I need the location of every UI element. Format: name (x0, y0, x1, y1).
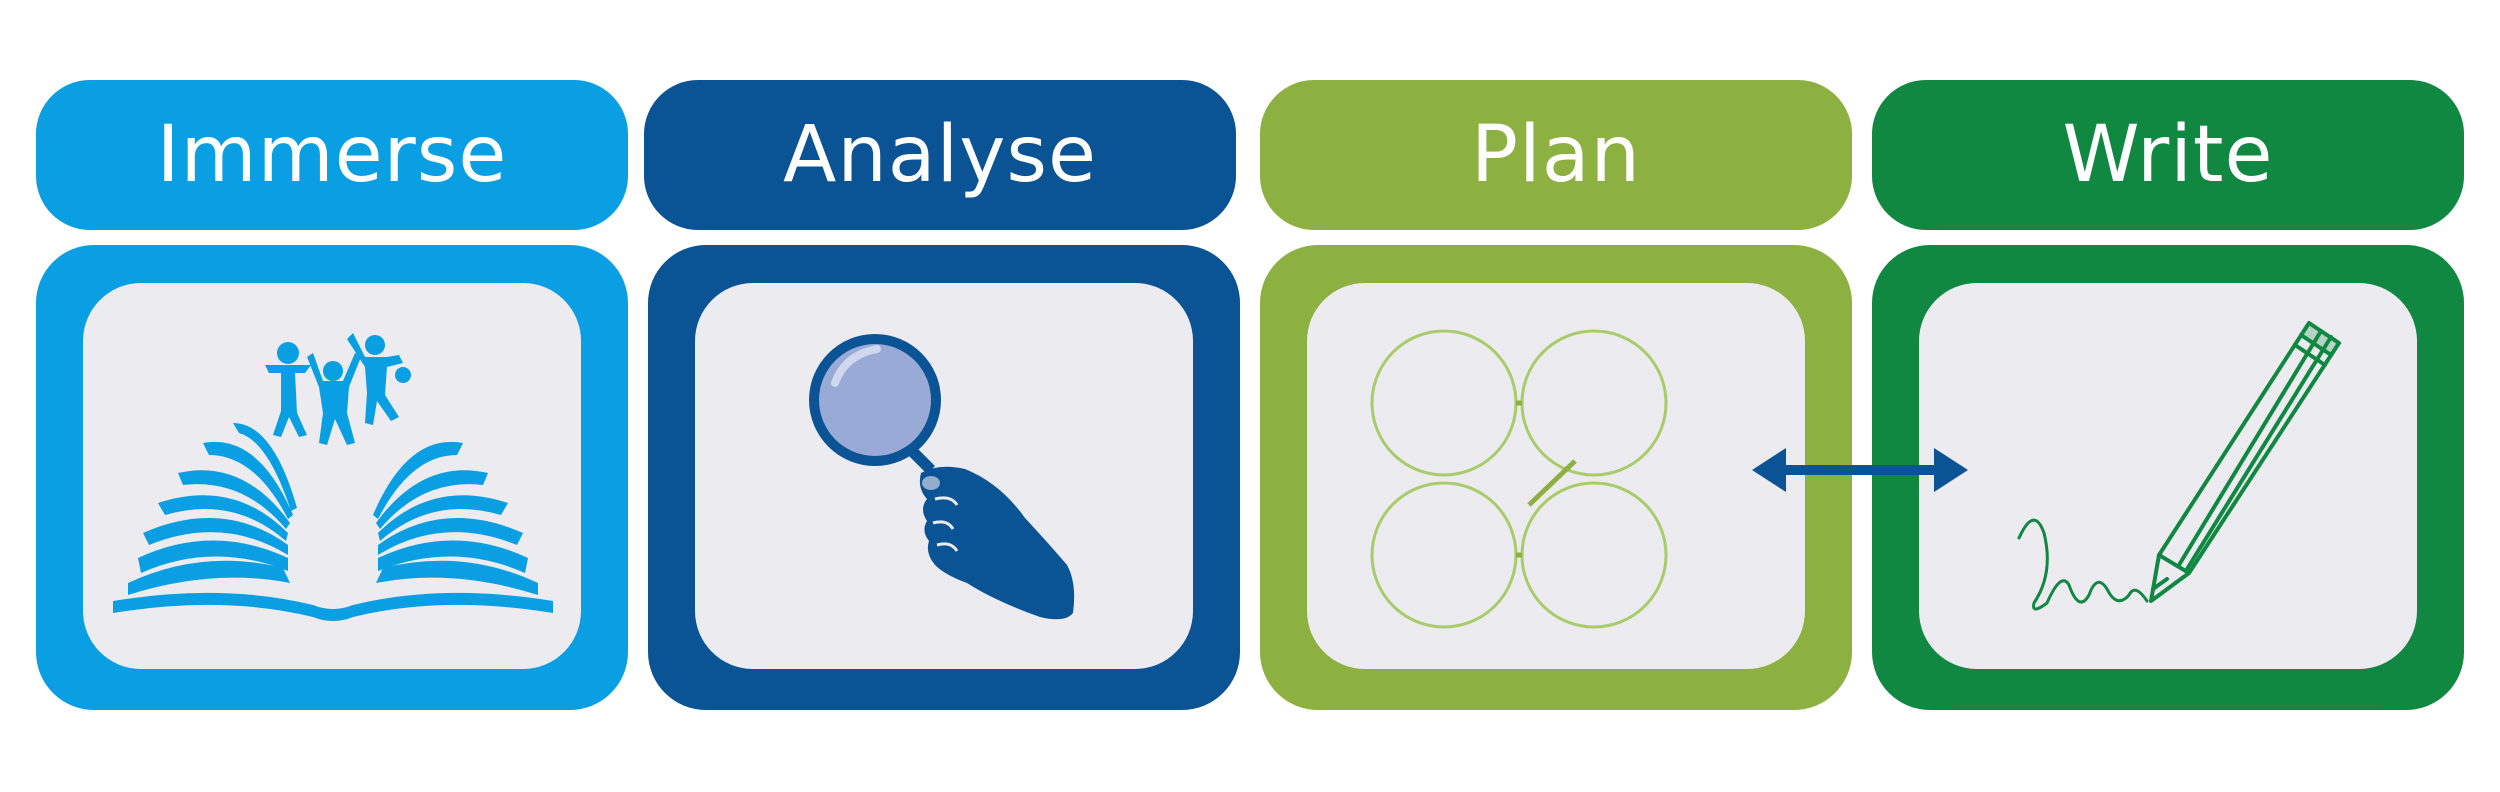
stage-header-analyse: Analyse (644, 80, 1236, 230)
stage-panel-analyse (648, 245, 1240, 710)
stage-header-plan: Plan (1260, 80, 1852, 230)
stage-header-immerse: Immerse (36, 80, 628, 230)
stage-panel-immerse (36, 245, 628, 710)
stage-panel-plan (1260, 245, 1852, 710)
stage-panel-inner (695, 283, 1193, 669)
four-circle-plan-icon (1370, 329, 1668, 629)
stage-panel-inner (1919, 283, 2417, 669)
stage-header-write: Write (1872, 80, 2464, 230)
double-arrow-icon (1752, 448, 1968, 492)
stage-panel-inner (1307, 283, 1805, 669)
stage-panel-inner (83, 283, 581, 669)
stage-panel-write (1872, 245, 2464, 710)
magnifying-glass-hand-icon (809, 334, 1075, 620)
open-book-jumping-children-icon (113, 333, 553, 621)
pencil-writing-icon (2017, 321, 2341, 611)
